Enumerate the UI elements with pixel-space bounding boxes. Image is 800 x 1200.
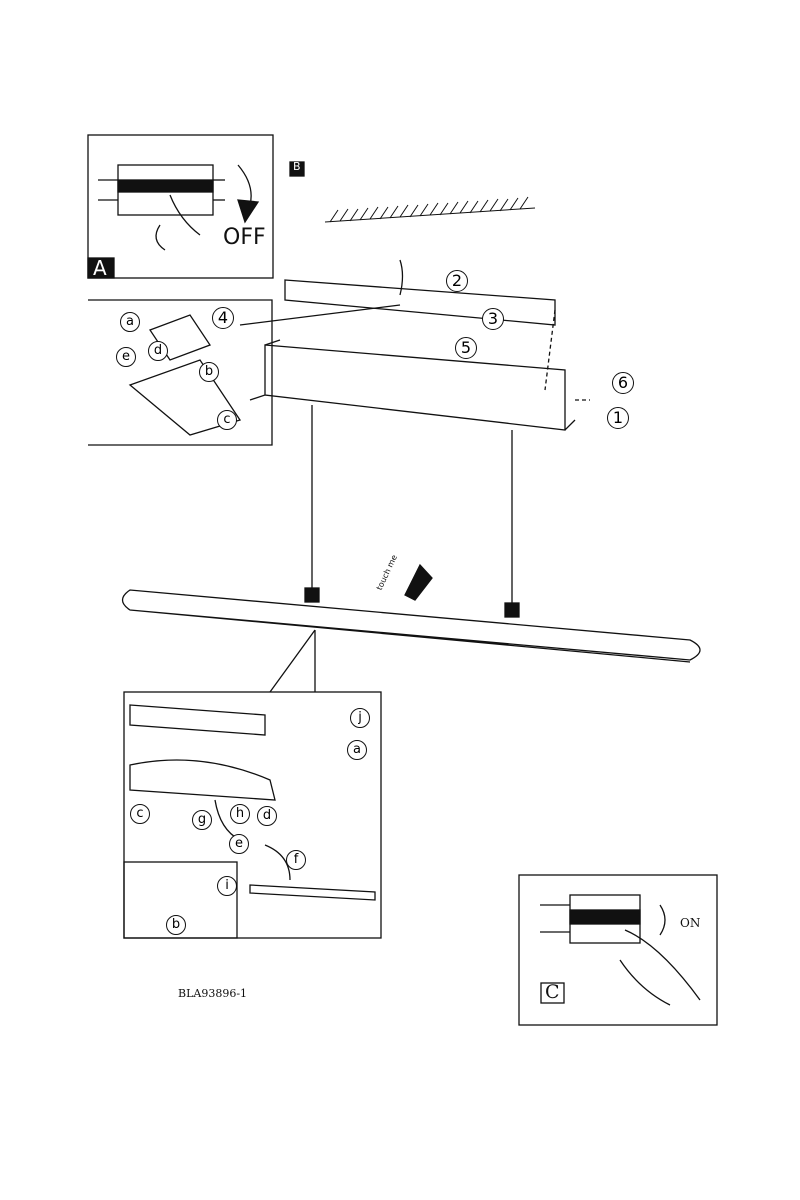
- detail-b: b: [166, 915, 186, 935]
- panel-c-label: C: [545, 981, 560, 1003]
- off-label: OFF: [223, 225, 266, 250]
- detail-e: e: [229, 834, 249, 854]
- detail-a: a: [347, 740, 367, 760]
- detail-c: c: [130, 804, 150, 824]
- mounting-bracket: [284, 279, 556, 326]
- detail-e-top: e: [116, 347, 136, 367]
- panel-detail-end-cap-frame: [123, 691, 382, 939]
- detail-d-top: d: [148, 341, 168, 361]
- detail-b-top: b: [199, 362, 219, 382]
- step-3: 3: [482, 308, 504, 330]
- canopy-box: [249, 339, 576, 431]
- end-cap-drawing: [129, 704, 276, 801]
- diffuser-drawing: [249, 884, 376, 901]
- detail-a-top: a: [120, 312, 140, 332]
- breaker-on-icon: [540, 894, 701, 1006]
- panel-c-frame: [518, 874, 718, 1026]
- detail-d: d: [257, 806, 277, 826]
- panel-detail-i-frame: [123, 861, 238, 939]
- step-6: 6: [612, 372, 634, 394]
- detail-c-top: c: [217, 410, 237, 430]
- ceiling-hatch: [324, 196, 536, 223]
- panel-a-label: A: [93, 256, 107, 280]
- detail-g: g: [192, 810, 212, 830]
- touch-hand-icon: [404, 563, 433, 601]
- detail-f: f: [286, 850, 306, 870]
- on-label: ON: [680, 916, 701, 930]
- detail-h: h: [230, 804, 250, 824]
- step-5: 5: [455, 337, 477, 359]
- panel-a-frame: [87, 134, 274, 279]
- breaker-off-icon: [98, 164, 260, 251]
- panel-detail-4-frame: [88, 299, 273, 446]
- panel-a-label-bg: [87, 257, 115, 279]
- document-code: BLA93896-1: [178, 987, 248, 1000]
- panel-c-label-box: [540, 982, 565, 1004]
- detail-j: j: [350, 708, 370, 728]
- detail-i: i: [217, 876, 237, 896]
- step-2: 2: [446, 270, 468, 292]
- step-4: 4: [212, 307, 234, 329]
- step-1: 1: [607, 407, 629, 429]
- panel-b-label: B: [293, 160, 301, 173]
- luminaire-body: [121, 589, 701, 663]
